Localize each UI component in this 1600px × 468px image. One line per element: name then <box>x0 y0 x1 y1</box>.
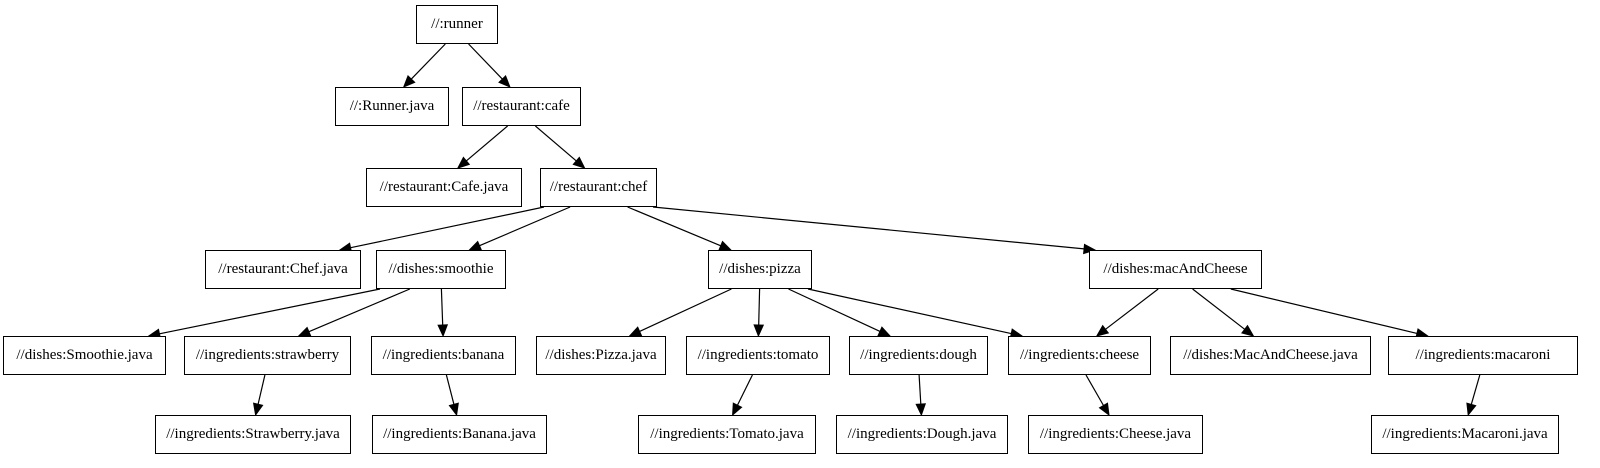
graph-node-label: //dishes:Pizza.java <box>545 347 657 363</box>
graph-node-pizza_java[interactable]: //dishes:Pizza.java <box>536 336 666 375</box>
graph-edge-restaurant_cafe-to-cafe_java <box>465 125 508 162</box>
graph-node-ing_cheese[interactable]: //ingredients:cheese <box>1008 336 1151 375</box>
graph-edge-dishes_smoothie-to-smoothie_java <box>159 288 381 335</box>
graph-node-ing_strawberry[interactable]: //ingredients:strawberry <box>184 336 351 375</box>
graph-edge-dishes_pizza-to-ing_cheese <box>807 288 1012 335</box>
graph-edge-arrowhead <box>1095 324 1110 337</box>
graph-edge-arrowhead <box>732 402 743 417</box>
graph-edge-restaurant_chef-to-dishes_pizza <box>627 206 722 247</box>
graph-node-mac_java[interactable]: //dishes:MacAndCheese.java <box>1170 336 1371 375</box>
graph-node-dishes_pizza[interactable]: //dishes:pizza <box>708 250 812 289</box>
graph-node-label: //ingredients:Strawberry.java <box>166 426 340 442</box>
graph-node-label: //dishes:pizza <box>719 261 801 277</box>
graph-node-label: //ingredients:Tomato.java <box>650 426 804 442</box>
graph-edge-ing_dough-to-dough_java <box>918 374 922 405</box>
graph-node-label: //ingredients:banana <box>382 347 505 363</box>
graph-edge-dishes_smoothie-to-ing_banana <box>440 288 444 326</box>
graph-node-cafe_java[interactable]: //restaurant:Cafe.java <box>366 168 522 207</box>
graph-node-ing_dough[interactable]: //ingredients:dough <box>849 336 988 375</box>
graph-edge-arrowhead <box>437 324 449 338</box>
graph-edge-arrowhead <box>468 240 483 251</box>
graph-node-label: //ingredients:macaroni <box>1415 347 1551 363</box>
graph-node-label: //dishes:MacAndCheese.java <box>1183 347 1358 363</box>
graph-node-ing_macaroni[interactable]: //ingredients:macaroni <box>1388 336 1578 375</box>
graph-node-runner[interactable]: //:runner <box>416 5 498 44</box>
graph-edge-dishes_mac-to-ing_cheese <box>1105 288 1159 330</box>
graph-node-dough_java[interactable]: //ingredients:Dough.java <box>836 415 1008 454</box>
graph-edge-ing_strawberry-to-strawberry_java <box>257 374 266 405</box>
graph-edge-dishes_pizza-to-pizza_java <box>639 288 732 332</box>
graph-edge-restaurant_chef-to-chef_java <box>350 206 545 249</box>
graph-node-cheese_java[interactable]: //ingredients:Cheese.java <box>1028 415 1203 454</box>
graph-edge-ing_banana-to-banana_java <box>445 374 455 405</box>
graph-edge-arrowhead <box>628 326 643 337</box>
graph-edge-runner-to-restaurant_cafe <box>468 43 503 80</box>
graph-node-label: //restaurant:cafe <box>473 98 570 114</box>
graph-node-label: //dishes:macAndCheese <box>1103 261 1248 277</box>
graph-edge-dishes_mac-to-ing_macaroni <box>1230 288 1418 334</box>
graph-edge-dishes_smoothie-to-ing_strawberry <box>308 288 411 333</box>
graph-edge-arrowhead <box>402 75 416 88</box>
graph-node-dishes_smoothie[interactable]: //dishes:smoothie <box>376 250 506 289</box>
graph-node-label: //dishes:Smoothie.java <box>16 347 153 363</box>
graph-node-label: //ingredients:Macaroni.java <box>1382 426 1548 442</box>
graph-node-smoothie_java[interactable]: //dishes:Smoothie.java <box>3 336 166 375</box>
graph-node-label: //dishes:smoothie <box>388 261 494 277</box>
graph-node-ing_banana[interactable]: //ingredients:banana <box>371 336 516 375</box>
graph-edge-dishes_mac-to-mac_java <box>1192 288 1246 330</box>
graph-node-restaurant_chef[interactable]: //restaurant:chef <box>540 168 657 207</box>
graph-node-banana_java[interactable]: //ingredients:Banana.java <box>372 415 547 454</box>
graph-edge-dishes_pizza-to-ing_dough <box>788 288 881 332</box>
graph-edge-arrowhead <box>252 402 264 417</box>
graph-node-label: //ingredients:Banana.java <box>383 426 536 442</box>
graph-node-label: //ingredients:dough <box>860 347 977 363</box>
graph-edge-arrowhead <box>1241 324 1255 337</box>
graph-node-label: //:Runner.java <box>349 98 435 114</box>
graph-node-label: //:runner <box>431 16 483 32</box>
graph-node-restaurant_cafe[interactable]: //restaurant:cafe <box>462 87 581 126</box>
graph-edge-arrowhead <box>297 326 312 337</box>
graph-edge-ing_macaroni-to-macaroni_java <box>1470 374 1481 405</box>
graph-edge-dishes_pizza-to-ing_tomato <box>758 288 761 326</box>
graph-edge-arrowhead <box>1098 402 1110 417</box>
graph-node-label: //restaurant:Chef.java <box>218 261 348 277</box>
graph-node-label: //ingredients:Dough.java <box>847 426 997 442</box>
graph-edge-arrowhead <box>915 403 927 417</box>
graph-node-tomato_java[interactable]: //ingredients:Tomato.java <box>638 415 816 454</box>
graph-edge-ing_tomato-to-tomato_java <box>736 374 753 406</box>
graph-edge-restaurant_chef-to-dishes_smoothie <box>479 206 571 247</box>
graph-node-ing_tomato[interactable]: //ingredients:tomato <box>686 336 830 375</box>
graph-edge-arrowhead <box>877 326 892 337</box>
graph-node-label: //ingredients:cheese <box>1019 347 1140 363</box>
graph-edge-arrowhead <box>456 156 471 169</box>
graph-edge-runner-to-runner_java <box>410 43 446 80</box>
graph-edge-arrowhead <box>718 240 733 251</box>
graph-edge-arrowhead <box>1466 402 1477 417</box>
graph-node-chef_java[interactable]: //restaurant:Chef.java <box>205 250 361 289</box>
graph-node-dishes_mac[interactable]: //dishes:macAndCheese <box>1089 250 1262 289</box>
graph-node-label: //ingredients:Cheese.java <box>1039 426 1192 442</box>
graph-edge-arrowhead <box>753 324 765 338</box>
graph-edge-restaurant_cafe-to-restaurant_chef <box>535 125 577 162</box>
graph-node-label: //restaurant:Cafe.java <box>379 179 509 195</box>
graph-edge-arrowhead <box>448 402 459 417</box>
graph-node-runner_java[interactable]: //:Runner.java <box>335 87 449 126</box>
graph-node-label: //ingredients:tomato <box>697 347 819 363</box>
graph-edge-restaurant_chef-to-dishes_mac <box>652 206 1085 250</box>
graph-edge-ing_cheese-to-cheese_java <box>1085 374 1105 406</box>
graph-node-strawberry_java[interactable]: //ingredients:Strawberry.java <box>155 415 351 454</box>
graph-node-label: //ingredients:strawberry <box>195 347 340 363</box>
graph-edge-arrowhead <box>572 156 586 169</box>
graph-edge-arrowhead <box>498 75 511 88</box>
graph-node-macaroni_java[interactable]: //ingredients:Macaroni.java <box>1371 415 1559 454</box>
graph-node-label: //restaurant:chef <box>549 179 648 195</box>
